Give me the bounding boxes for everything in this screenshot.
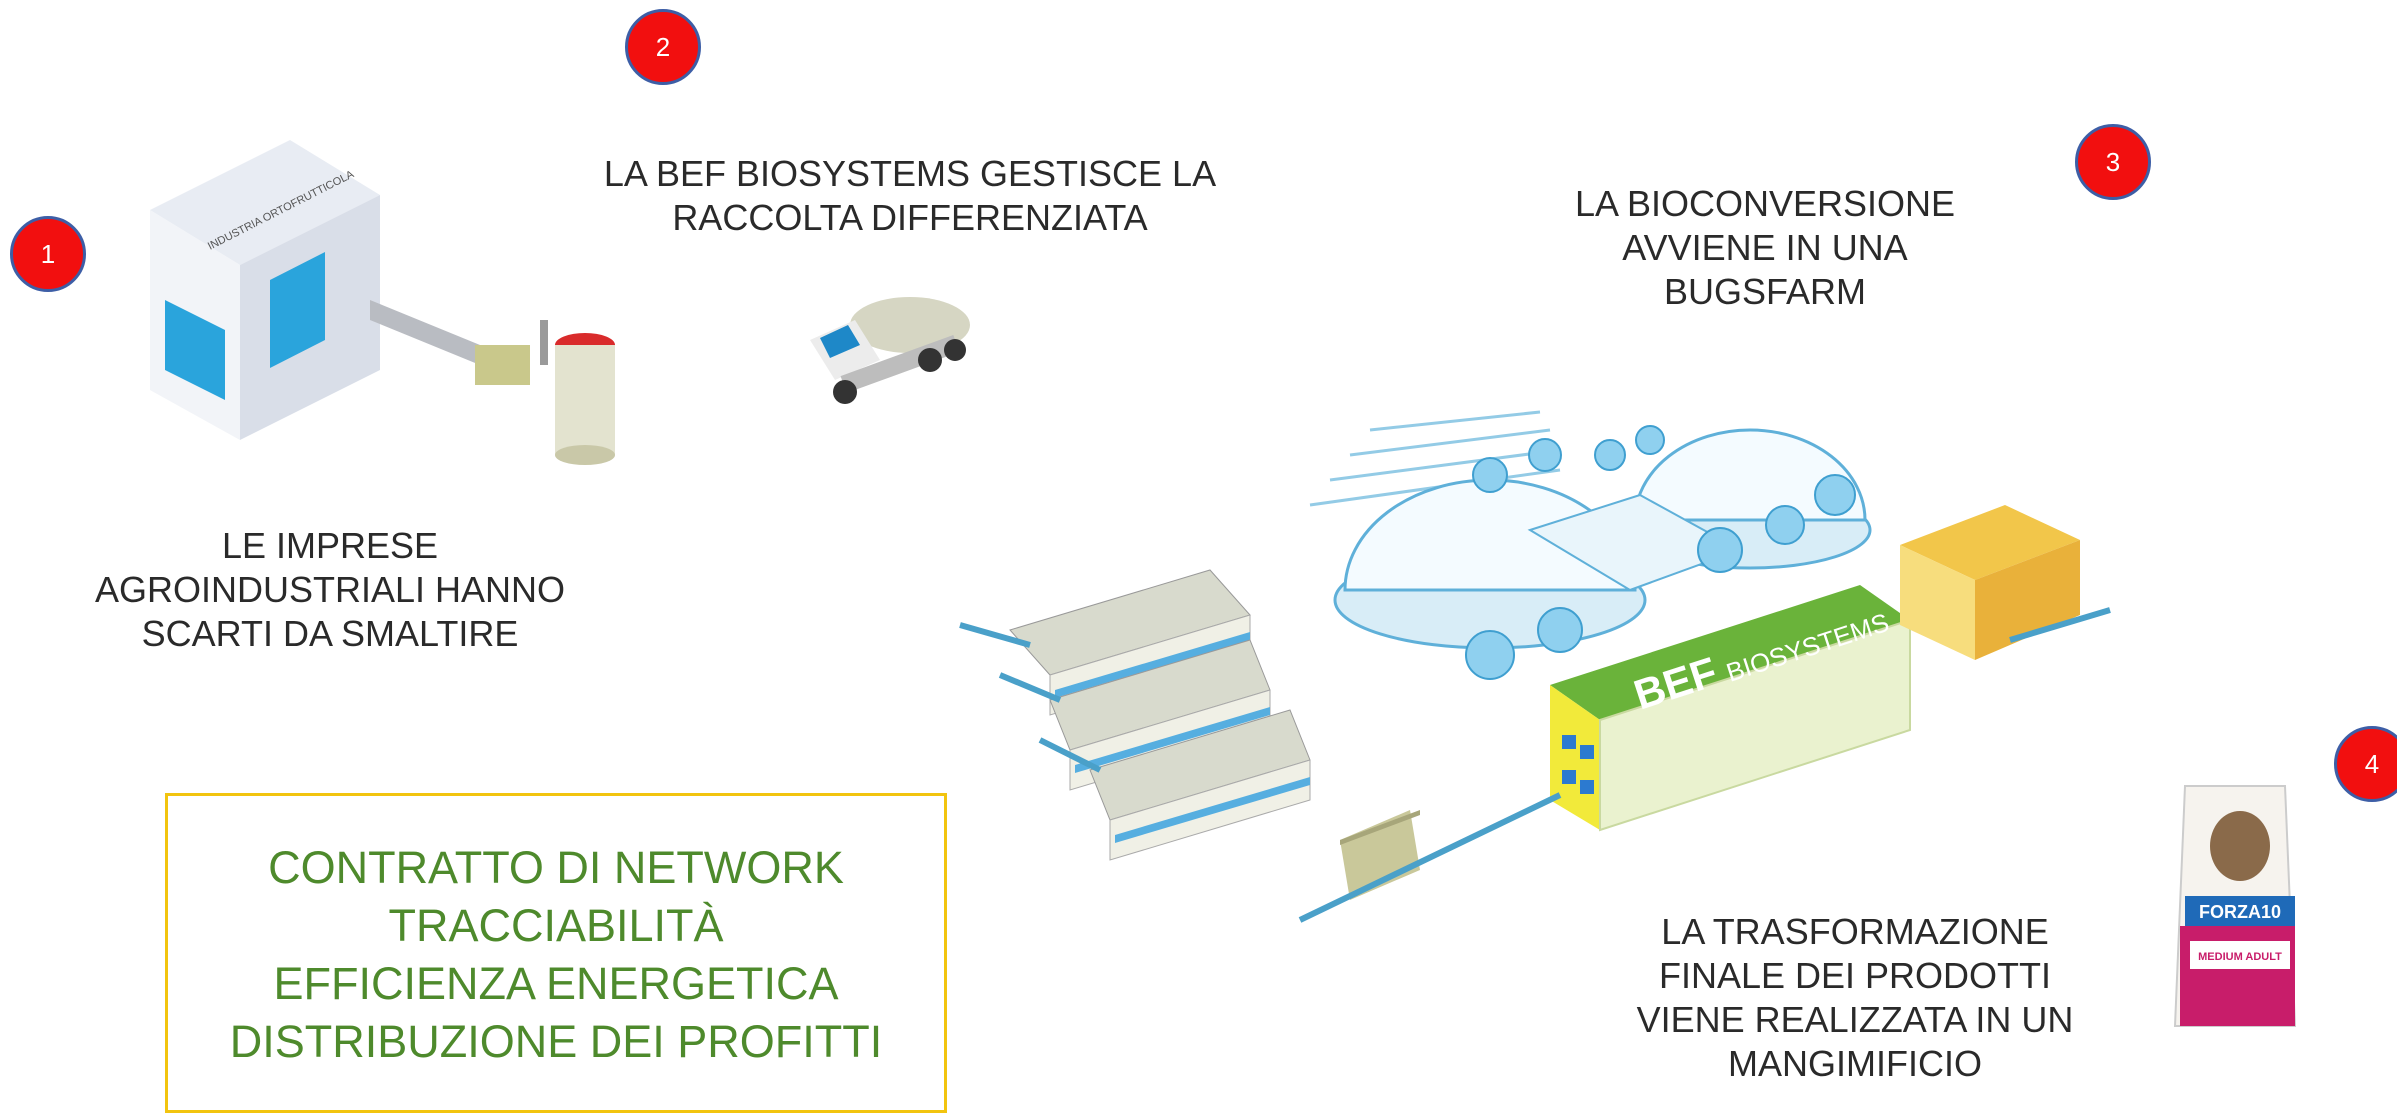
step-3-badge: 3 xyxy=(2075,124,2151,200)
network-line-contract: CONTRATTO DI NETWORK xyxy=(268,842,844,893)
agroindustrial-factory-illustration: INDUSTRIA ORTOFRUTTICOLA xyxy=(150,140,615,465)
step-1-badge: 1 xyxy=(10,216,86,292)
step-2-caption: LA BEF BIOSYSTEMS GESTISCE LA RACCOLTA D… xyxy=(603,153,1217,238)
feed-bag-label: MEDIUM ADULT xyxy=(2198,951,2282,963)
collection-truck-illustration xyxy=(810,297,970,404)
bugsfarm-illustration: BEF BIOSYSTEMS xyxy=(959,410,2111,923)
network-line-traceability: TRACCIABILITÀ xyxy=(388,900,724,951)
step-4-badge: 4 xyxy=(2334,726,2397,802)
feed-bag-brand: FORZA10 xyxy=(2199,902,2281,922)
step-3-caption: LA BIOCONVERSIONE AVVIENE IN UNA BUGSFAR… xyxy=(1574,183,1956,312)
network-contract-box: CONTRATTO DI NETWORK TRACCIABILITÀ EFFIC… xyxy=(165,793,947,1113)
network-line-energy: EFFICIENZA ENERGETICA xyxy=(273,958,839,1009)
step-4-caption: LA TRASFORMAZIONE FINALE DEI PRODOTTI VI… xyxy=(1636,911,2074,1084)
pet-food-bag-illustration: FORZA10 MEDIUM ADULT xyxy=(2173,785,2297,1027)
step-1-caption: LE IMPRESE AGROINDUSTRIALI HANNO SCARTI … xyxy=(94,525,566,654)
step-2-badge: 2 xyxy=(625,9,701,85)
rearing-modules xyxy=(959,569,1311,861)
network-line-profits: DISTRIBUZIONE DEI PROFITTI xyxy=(229,1016,883,1067)
